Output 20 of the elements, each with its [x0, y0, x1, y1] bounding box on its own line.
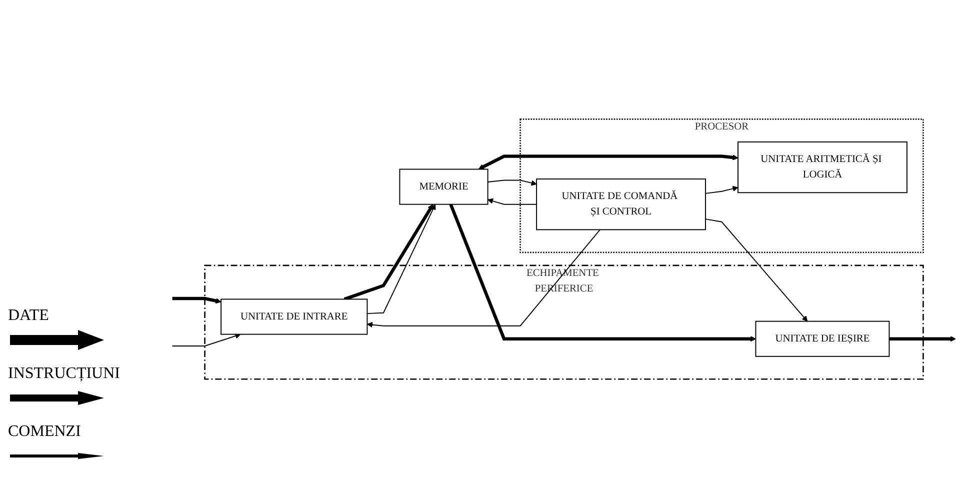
arrow	[705, 186, 738, 194]
arrow	[172, 297, 222, 304]
arrow	[366, 230, 600, 328]
node-box: UNITATE DE INTRARE	[220, 299, 368, 336]
node-box: MEMORIE	[399, 169, 488, 206]
arrow	[449, 204, 756, 342]
arrow	[488, 198, 538, 206]
legend-label: COMENZI	[8, 423, 82, 441]
node-box: UNITATE DE COMANDĂ ȘI CONTROL	[536, 178, 706, 230]
legend-label: INSTRUCȚIUNI	[8, 365, 121, 383]
arrow	[172, 334, 241, 347]
node-box: UNITATE ARITMETICĂ ȘI LOGICĂ	[738, 142, 908, 194]
arrow	[889, 336, 956, 342]
arrow	[478, 154, 738, 170]
legend-label: DATE	[8, 307, 50, 325]
arrow	[705, 218, 808, 322]
arrow	[344, 204, 434, 302]
arrow	[366, 204, 436, 314]
node-box: UNITATE DE IEȘIRE	[755, 321, 890, 358]
arrow	[487, 180, 537, 186]
